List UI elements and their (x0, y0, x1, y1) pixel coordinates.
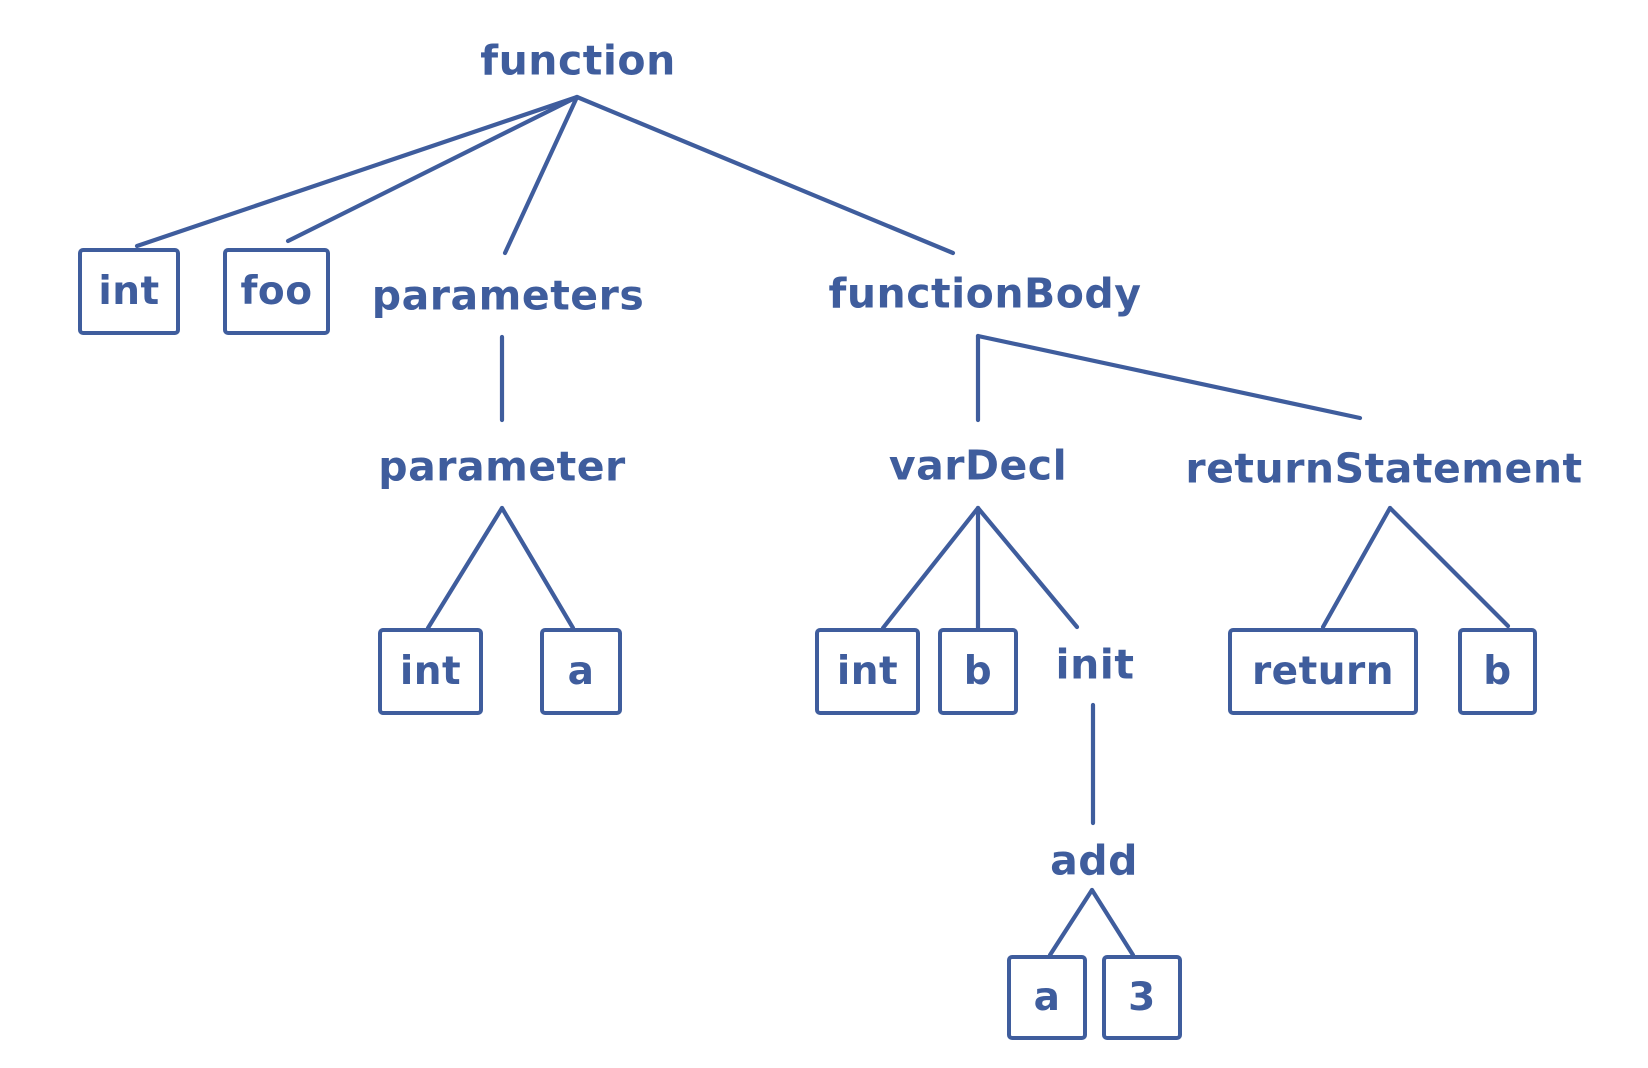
leaf-box-add-left: a (1007, 955, 1087, 1040)
leaf-box-fn-name: foo (223, 248, 330, 335)
leaf-box-param-type: int (378, 628, 483, 715)
node-function-body: functionBody (828, 269, 1142, 318)
leaf-box-param-name: a (540, 628, 622, 715)
node-add: add (1050, 836, 1138, 885)
leaf-box-add-right: 3 (1102, 955, 1182, 1040)
edge-parameter-int (425, 505, 505, 631)
leaf-box-var-name: b (938, 628, 1018, 715)
edge-functionbody-returnstatement (975, 333, 1363, 421)
edge-function-parameters (502, 94, 580, 256)
node-parameters: parameters (371, 271, 645, 320)
edge-returnstatement-b (1387, 505, 1511, 629)
edge-returnstatement-return (1320, 505, 1393, 630)
leaf-box-return-keyword: return (1228, 628, 1418, 715)
leaf-box-fn-type: int (78, 248, 180, 335)
node-return-statement: returnStatement (1185, 444, 1583, 493)
edge-vardecl-int (880, 505, 981, 631)
node-parameter: parameter (378, 442, 626, 491)
leaf-box-return-value: b (1458, 628, 1537, 715)
edge-function-foo (285, 94, 580, 244)
edge-function-int (134, 94, 580, 249)
edge-parameter-a (499, 505, 576, 631)
edge-vardecl-init (975, 505, 1080, 630)
node-function: function (480, 36, 676, 85)
edge-add-3 (1089, 887, 1136, 958)
node-var-decl: varDecl (888, 441, 1068, 490)
edge-function-functionbody (574, 94, 956, 256)
leaf-box-var-type: int (815, 628, 920, 715)
edge-add-a (1047, 887, 1095, 958)
node-init: init (1055, 640, 1135, 689)
